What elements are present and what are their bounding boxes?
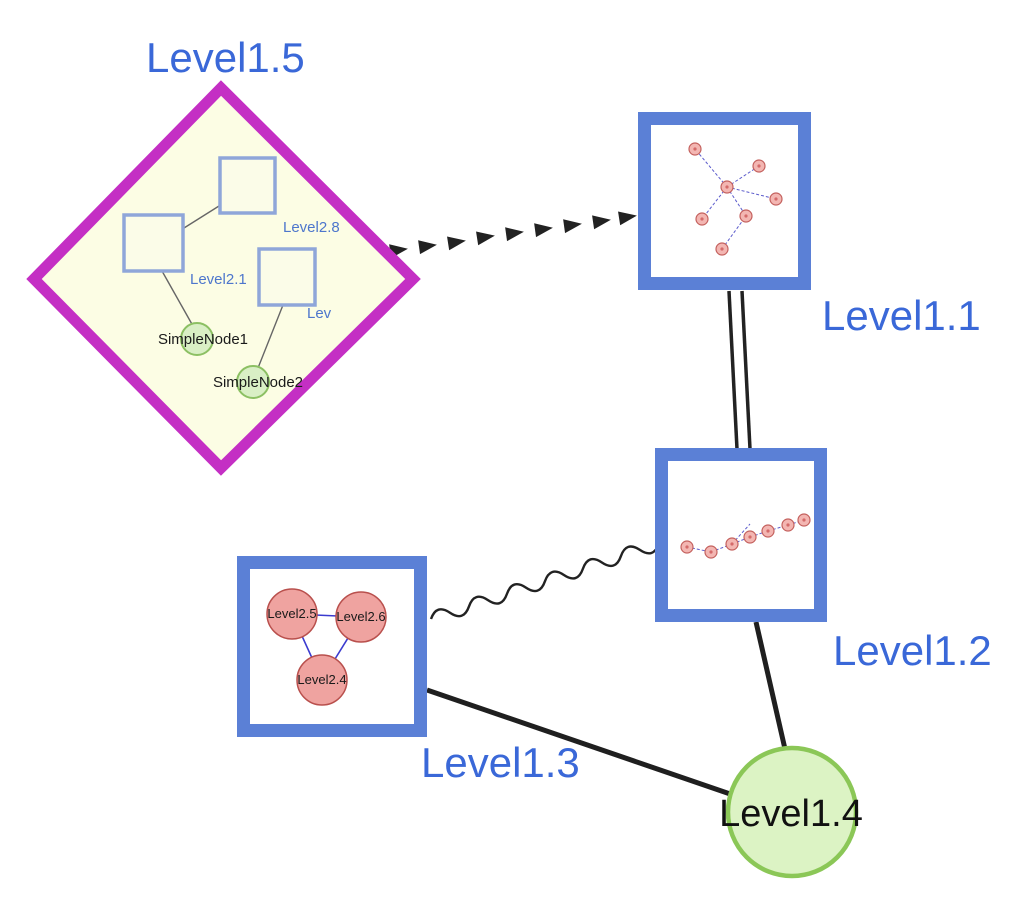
level2-5-node[interactable]	[266, 588, 318, 640]
level2-4-node[interactable]	[296, 654, 348, 706]
level1-3-label: Level1.3	[421, 739, 580, 786]
subgraph-node-dot	[709, 550, 713, 554]
level1-4-label: Level1.4	[719, 793, 863, 835]
subgraph-edge[interactable]	[721, 215, 747, 250]
level1-1-label: Level1.1	[822, 292, 981, 339]
level1-2-subgraph	[680, 513, 811, 559]
level1-1-subgraph	[688, 142, 783, 256]
edge-level11-level12-double[interactable]	[727, 290, 752, 450]
subgraph-node-dot	[766, 529, 770, 533]
subgraph-node-dot	[730, 542, 734, 546]
level2-6-label: Level2.6	[336, 609, 385, 624]
subgraph-node-dot	[786, 523, 790, 527]
subgraph-node-dot	[685, 545, 689, 549]
level2-5-label: Level2.5	[267, 606, 316, 621]
subgraph-node-dot	[748, 535, 752, 539]
subgraph-node-dot	[693, 147, 697, 151]
level2-6-node[interactable]	[335, 591, 387, 643]
simplenode2-label: SimpleNode2	[213, 374, 303, 391]
level1-4-node[interactable]	[725, 745, 859, 879]
subgraph-edge[interactable]	[731, 523, 751, 545]
level1-3-node[interactable]	[237, 556, 427, 737]
level2-8-label: Level2.8	[283, 219, 340, 236]
edge-level12-level14[interactable]	[753, 621, 788, 750]
subgraph-edge[interactable]	[710, 543, 733, 553]
level1-2-label: Level1.2	[833, 627, 992, 674]
subgraph-node-dot	[725, 185, 729, 189]
level2-1-label: Level2.1	[190, 271, 247, 288]
simplenode1-node[interactable]	[180, 322, 214, 356]
edge-level21-simplenode1[interactable]	[161, 270, 194, 327]
subgraph-edge[interactable]	[694, 148, 728, 188]
simplenode1-label: SimpleNode1	[158, 331, 248, 348]
level1-3-subgraph: Level2.5 Level2.6 Level2.4	[266, 588, 387, 706]
edge-level13-level12-wavy[interactable]	[429, 537, 661, 625]
subgraph-node-dot	[720, 247, 724, 251]
edge-level15-level11-dashed-arrow[interactable]	[389, 211, 637, 259]
subgraph-edge[interactable]	[701, 186, 728, 220]
simplenode2-node[interactable]	[236, 365, 270, 399]
subgraph-node-dot	[744, 214, 748, 218]
subgraph-node-dot	[802, 518, 806, 522]
lev-node[interactable]	[257, 247, 317, 307]
edge-lev-simplenode2[interactable]	[257, 304, 284, 369]
lev-label: Lev	[307, 305, 332, 322]
edge-level28-level21[interactable]	[183, 205, 220, 229]
edge-level13-level14[interactable]	[426, 687, 737, 799]
level2-8-node[interactable]	[218, 156, 277, 215]
level1-5-node[interactable]	[26, 80, 421, 476]
subgraph-node-dot	[700, 217, 704, 221]
level1-2-node[interactable]	[655, 448, 827, 622]
level1-5-label: Level1.5	[146, 34, 305, 81]
level2-1-node[interactable]	[122, 213, 185, 273]
subgraph-node-dot	[774, 197, 778, 201]
subgraph-edge[interactable]	[726, 186, 777, 200]
level2-4-label: Level2.4	[297, 672, 346, 687]
subgraph-node-dot	[757, 164, 761, 168]
